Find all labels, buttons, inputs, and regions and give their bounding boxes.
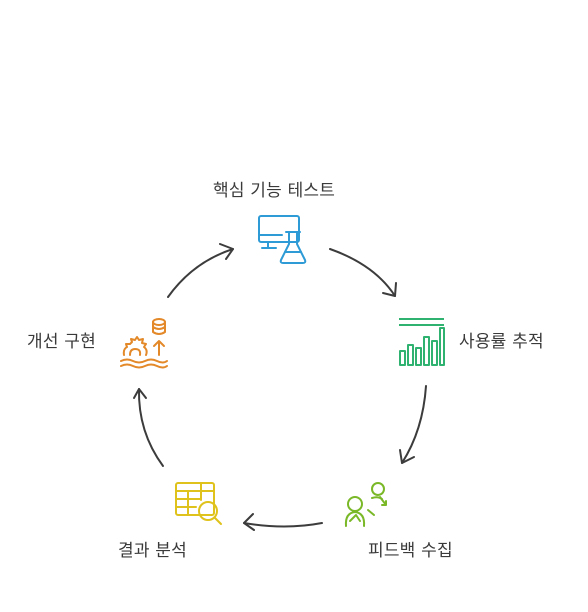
feedback-people-icon [338,477,394,533]
arrow-test-to-usage [329,248,397,297]
step-label-usage-tracking: 사용률 추적 [459,332,544,352]
step-label-feedback-collection: 피드백 수집 [368,541,453,561]
arrow-feedback-to-analysis [243,513,323,531]
arrow-analysis-to-improve [133,388,164,467]
table-magnifier-icon [170,478,226,534]
step-label-improvement-implementation: 개선 구현 [27,332,96,352]
arrow-usage-to-feedback [399,385,427,464]
arrow-improve-to-test [167,243,234,298]
gear-database-icon [115,315,171,371]
step-label-result-analysis: 결과 분석 [118,541,187,561]
monitor-flask-icon [254,212,310,268]
bar-chart-icon [394,315,450,371]
step-label-core-feature-test: 핵심 기능 테스트 [213,181,336,201]
